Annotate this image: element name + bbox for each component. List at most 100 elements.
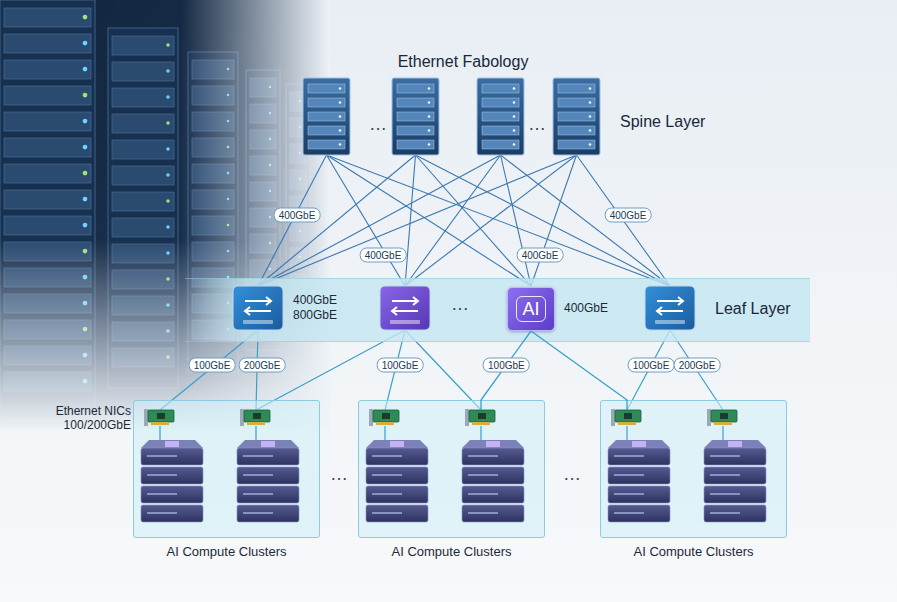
spine-chassis <box>477 78 524 155</box>
port-speed: 400GbE <box>564 301 612 316</box>
nic-pins <box>151 422 169 425</box>
spine-switch <box>553 78 600 155</box>
nic-stub-wire <box>480 400 481 410</box>
link-speed: 200GbE <box>674 358 721 373</box>
nic-note: Ethernet NICs 100/200GbE <box>39 404 131 432</box>
spine-unit <box>482 98 519 107</box>
ai-leaf-switch: AI <box>507 287 555 331</box>
spine-leaf-link <box>327 155 671 286</box>
leaf-switch <box>380 286 430 330</box>
gpu-chip <box>165 441 179 447</box>
stack-top <box>141 440 203 448</box>
status-led <box>339 101 342 104</box>
server-vent <box>243 474 273 476</box>
server-vent <box>372 493 402 495</box>
spine-leaf-link <box>577 155 671 286</box>
spine-leaf-link <box>501 155 671 286</box>
status-led <box>339 129 342 132</box>
nic-chip <box>382 413 390 419</box>
link-speed: 100GbE <box>483 358 530 373</box>
switch-port-strip <box>390 320 420 324</box>
server-vent <box>468 493 498 495</box>
server-vent <box>243 455 273 457</box>
server-vent <box>710 455 740 457</box>
spine-unit <box>558 112 595 121</box>
server-unit <box>237 486 299 503</box>
server-unit <box>608 486 670 503</box>
switch-arrows <box>657 297 683 315</box>
nic-bracket <box>465 409 469 426</box>
status-led <box>589 143 592 146</box>
spine-unit <box>558 126 595 135</box>
status-led <box>589 115 592 118</box>
status-led <box>513 143 516 146</box>
spine-chassis <box>303 78 350 155</box>
nic-pins <box>618 422 636 425</box>
server-unit <box>608 467 670 484</box>
gpu-server-stack <box>237 426 299 522</box>
server-unit <box>608 448 670 465</box>
status-led <box>428 129 431 132</box>
spine-switch <box>303 78 350 155</box>
nic-card <box>244 410 270 422</box>
ellipsis: … <box>369 114 387 135</box>
switch-arrows <box>392 297 418 315</box>
server-vent <box>147 474 177 476</box>
ellipsis: … <box>451 294 469 315</box>
server-vent <box>147 512 177 514</box>
ethernet-nic <box>369 409 399 426</box>
spine-unit <box>308 140 345 149</box>
gpu-server-stack <box>141 426 203 522</box>
switch-arrows <box>245 297 271 315</box>
leaf-nic-link <box>670 330 723 410</box>
spine-unit <box>308 84 345 93</box>
status-led <box>428 101 431 104</box>
stack-top <box>366 440 428 448</box>
nic-card <box>373 410 399 422</box>
stack-top <box>237 440 299 448</box>
spine-leaf-link <box>416 155 532 286</box>
link-speed: 400GbE <box>360 248 407 263</box>
spine-chassis <box>392 78 439 155</box>
gpu-chip <box>728 441 742 447</box>
status-led <box>589 101 592 104</box>
gpu-chip <box>390 441 404 447</box>
link-speed: 100GbE <box>377 358 424 373</box>
status-led <box>589 129 592 132</box>
server-vent <box>710 474 740 476</box>
nic-cable <box>722 426 723 442</box>
stack-top <box>608 440 670 448</box>
status-led <box>428 115 431 118</box>
nic-chip <box>720 413 728 419</box>
status-led <box>513 129 516 132</box>
server-unit <box>366 486 428 503</box>
spine-chassis <box>553 78 600 155</box>
spine-unit <box>397 140 434 149</box>
gpu-server-stack <box>704 426 766 522</box>
datacenter-photo <box>0 0 330 430</box>
spine-unit <box>308 126 345 135</box>
server-unit <box>462 486 524 503</box>
nic-cable <box>626 426 627 442</box>
spine-leaf-link <box>531 155 577 286</box>
spine-unit <box>482 126 519 135</box>
status-led <box>339 143 342 146</box>
spine-leaf-link <box>258 155 577 286</box>
gpu-server-stack <box>608 426 670 522</box>
server-unit <box>462 448 524 465</box>
server-vent <box>468 474 498 476</box>
server-unit <box>462 467 524 484</box>
server-unit <box>704 486 766 503</box>
server-vent <box>372 455 402 457</box>
server-vent <box>372 474 402 476</box>
ethernet-nic <box>611 409 641 426</box>
nic-chip <box>624 413 632 419</box>
server-vent <box>468 512 498 514</box>
spine-unit <box>558 84 595 93</box>
diagram-title: Ethernet Fabology <box>398 53 529 71</box>
spine-switch <box>392 78 439 155</box>
switch-body <box>380 286 430 330</box>
link-speed: 200GbE <box>239 358 286 373</box>
server-vent <box>468 455 498 457</box>
